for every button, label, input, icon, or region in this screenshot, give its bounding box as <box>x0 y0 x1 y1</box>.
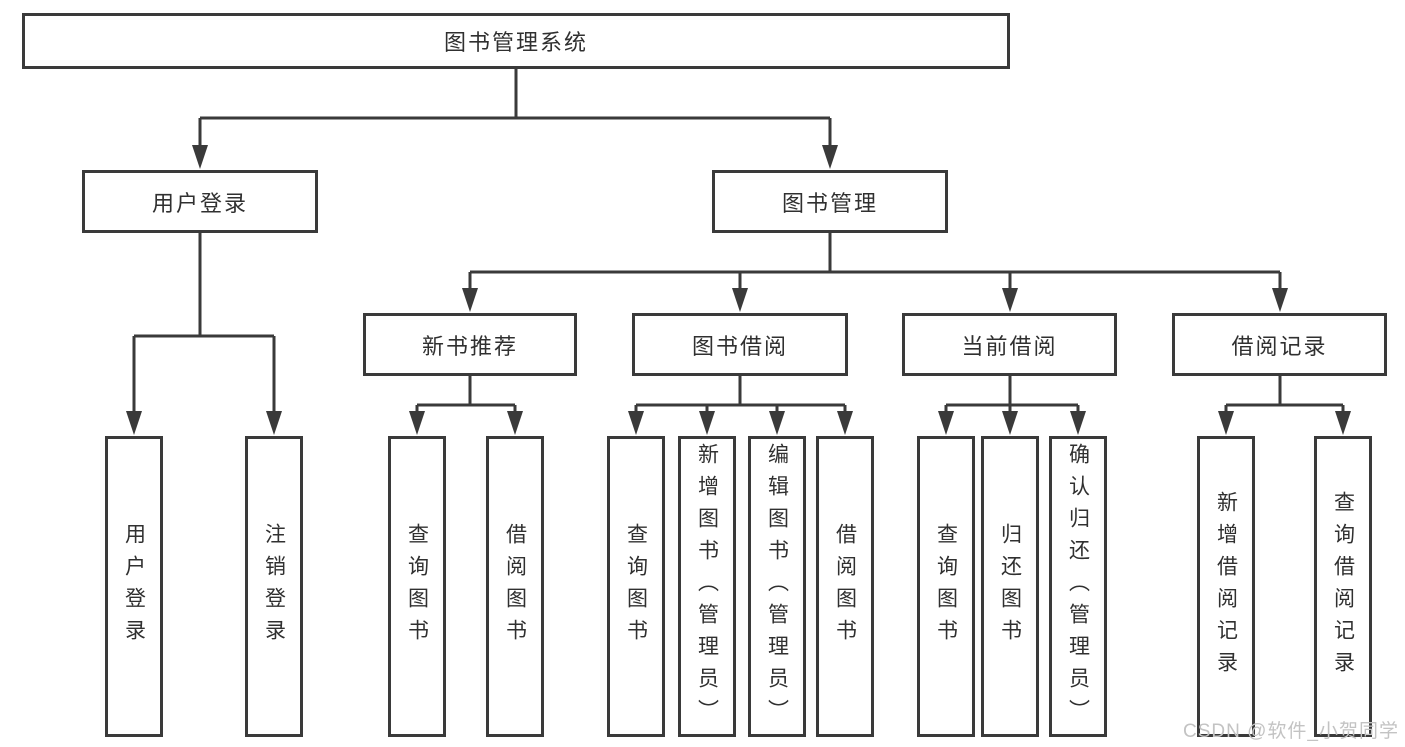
node-root-system: 图书管理系统 <box>22 13 1010 69</box>
node-new-book-recommend: 新书推荐 <box>363 313 577 376</box>
leaf-recommend-borrow-books: 借阅图书 <box>486 436 544 737</box>
arrowheads <box>126 145 1351 435</box>
leaf-borrow-query-books: 查询图书 <box>607 436 665 737</box>
node-borrow-records: 借阅记录 <box>1172 313 1387 376</box>
node-book-borrow: 图书借阅 <box>632 313 848 376</box>
leaf-borrow-books: 借阅图书 <box>816 436 874 737</box>
leaf-query-borrow-record: 查询借阅记录 <box>1314 436 1372 737</box>
leaf-user-login: 用户登录 <box>105 436 163 737</box>
node-book-management: 图书管理 <box>712 170 948 233</box>
leaf-add-books-admin: 新增图书（管理员） <box>678 436 736 737</box>
leaf-recommend-query-books: 查询图书 <box>388 436 446 737</box>
leaf-add-borrow-record: 新增借阅记录 <box>1197 436 1255 737</box>
leaf-current-query-books: 查询图书 <box>917 436 975 737</box>
leaf-confirm-return-admin: 确认归还（管理员） <box>1049 436 1107 737</box>
leaf-logout: 注销登录 <box>245 436 303 737</box>
node-current-borrow: 当前借阅 <box>902 313 1117 376</box>
csdn-watermark: CSDN @软件_小贺同学 <box>1183 721 1399 742</box>
node-user-login: 用户登录 <box>82 170 318 233</box>
leaf-return-books: 归还图书 <box>981 436 1039 737</box>
leaf-edit-books-admin: 编辑图书（管理员） <box>748 436 806 737</box>
